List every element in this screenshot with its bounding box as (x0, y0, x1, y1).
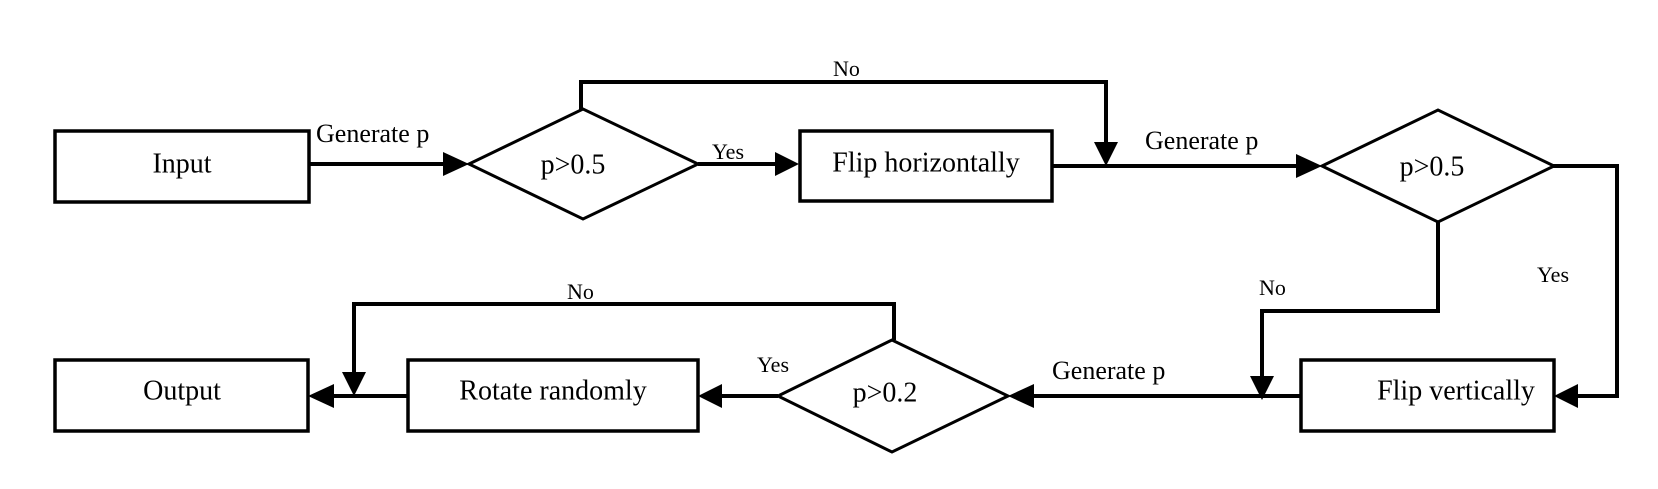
edge-label-generate-p-2: Generate p (1145, 126, 1258, 155)
edge-label-yes-2: Yes (1537, 262, 1569, 287)
edge-decision-2-no (1260, 222, 1440, 376)
flip-vertically-label: Flip vertically (1377, 375, 1535, 406)
edge-label-no-3: No (567, 279, 594, 304)
edge-decision-1-no (579, 80, 1108, 142)
arrowhead-rotate-randomly (698, 384, 722, 408)
rotate-randomly-box: Rotate randomly (406, 358, 700, 433)
edge-decision-2-yes (1552, 164, 1619, 398)
flip-vertically-box: Flip vertically (1299, 358, 1556, 433)
arrowhead-merge-point (1094, 142, 1118, 166)
arrowhead-flip-horizontally (775, 152, 799, 176)
arrowhead-flip-vertically (1554, 384, 1578, 408)
edge-label-generate-p-1: Generate p (316, 119, 429, 148)
arrowhead-decision-2 (1296, 154, 1322, 178)
rotate-randomly-label: Rotate randomly (459, 375, 646, 406)
flip-horizontally-label: Flip horizontally (832, 147, 1019, 178)
edge-label-yes-3: Yes (757, 352, 789, 377)
output-box: Output (53, 358, 310, 433)
edge-label-generate-p-3: Generate p (1052, 356, 1165, 385)
input-label: Input (152, 148, 211, 179)
arrowhead-no-to-output (342, 372, 366, 396)
decision-2-label: p>0.5 (1400, 151, 1465, 182)
output-label: Output (143, 375, 221, 406)
input-box: Input (53, 129, 311, 204)
decision-1-diamond: p>0.5 (465, 107, 702, 221)
edge-label-yes-1: Yes (712, 139, 744, 164)
arrowhead-decision-1 (443, 152, 469, 176)
decision-3-diamond: p>0.2 (774, 338, 1012, 454)
flip-horizontally-box: Flip horizontally (798, 129, 1054, 203)
decision-3-label: p>0.2 (853, 377, 918, 408)
arrowhead-no-merge (1250, 376, 1274, 400)
edge-label-no-2: No (1259, 275, 1286, 300)
arrowhead-output (308, 384, 334, 408)
decision-2-diamond: p>0.5 (1318, 108, 1558, 224)
decision-1-label: p>0.5 (541, 149, 606, 180)
edge-label-no-1: No (833, 56, 860, 81)
edge-decision-3-no (352, 302, 896, 372)
arrowhead-decision-3 (1008, 384, 1034, 408)
